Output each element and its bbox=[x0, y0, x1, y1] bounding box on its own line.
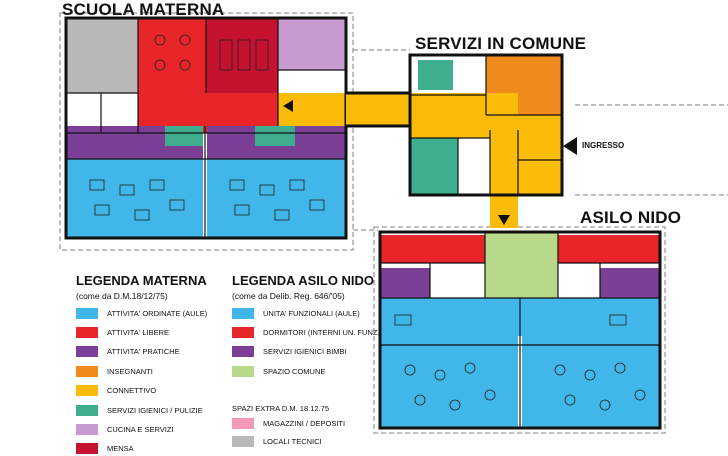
servizi-igienici-materna-2 bbox=[255, 126, 295, 146]
scuola-materna-title: SCUOLA MATERNA bbox=[62, 0, 225, 19]
legend-nido-item: SERVIZI IGIENICI BIMBI bbox=[232, 345, 347, 359]
servizi-igienici-materna-1 bbox=[165, 126, 203, 146]
legend-materna-swatch bbox=[76, 423, 98, 435]
legend-nido-label: SERVIZI IGIENICI BIMBI bbox=[263, 347, 347, 357]
legend-materna-swatch bbox=[76, 326, 98, 338]
ingresso-label: INGRESSO bbox=[582, 141, 625, 150]
legend-materna-item: MENSA bbox=[76, 442, 134, 456]
servizi-in-comune-title: SERVIZI IN COMUNE bbox=[415, 34, 587, 53]
nido-boundary bbox=[373, 226, 666, 434]
legend-extra-title: SPAZI EXTRA D.M. 18.12.75 bbox=[232, 404, 329, 413]
legend-materna-item: CONNETTIVO bbox=[76, 384, 156, 398]
dormitori-left bbox=[380, 235, 485, 263]
ingresso-arrow-icon bbox=[563, 137, 577, 155]
nido-arrow-icon bbox=[498, 215, 510, 225]
legend-nido-label: DORMITORI (INTERNI UN. FUNZ.) bbox=[263, 327, 383, 337]
corridor-arrow-icon bbox=[283, 100, 293, 112]
legend-materna-swatch bbox=[76, 404, 98, 416]
legend-nido-label: UNITA' FUNZIONALI (AULE) bbox=[263, 308, 360, 318]
legend-extra-item: LOCALI TECNICI bbox=[232, 434, 322, 448]
servizi-igienici-comune-2 bbox=[410, 138, 458, 195]
materna-block bbox=[64, 16, 348, 240]
legend-materna-label: CUCINA E SERVIZI bbox=[107, 424, 174, 434]
servizi-igienici-comune-1 bbox=[418, 60, 453, 90]
legend-nido-label: SPAZIO COMUNE bbox=[263, 366, 326, 376]
locali-tecnici-area bbox=[66, 18, 138, 93]
corridor bbox=[346, 91, 416, 128]
legend-extra-swatch bbox=[232, 417, 254, 429]
legend-materna-item: CUCINA E SERVIZI bbox=[76, 422, 174, 436]
asilo-nido-title: ASILO NIDO bbox=[580, 208, 682, 227]
legend-nido-title: LEGENDA ASILO NIDO bbox=[232, 273, 375, 288]
legend-materna-item: ATTIVITA' LIBERE bbox=[76, 325, 169, 339]
dormitori-right bbox=[558, 235, 660, 263]
legend-nido-swatch bbox=[232, 326, 254, 338]
legend-materna-swatch bbox=[76, 365, 98, 377]
legend-nido-swatch bbox=[232, 346, 254, 358]
connettivo-materna bbox=[278, 93, 346, 126]
guide-lines bbox=[353, 49, 728, 231]
legend-materna-label: MENSA bbox=[107, 444, 134, 454]
legend-extra-label: LOCALI TECNICI bbox=[263, 436, 322, 446]
legend-nido-item: DORMITORI (INTERNI UN. FUNZ.) bbox=[232, 325, 382, 339]
legend-nido-swatch bbox=[232, 307, 254, 319]
cucina-room bbox=[278, 18, 346, 70]
legend-materna-swatch bbox=[76, 346, 98, 358]
legend-materna-subtitle: (come da D.M.18/12/75) bbox=[76, 291, 168, 301]
aula-materna-2 bbox=[207, 159, 346, 238]
legend-extra-label: MAGAZZINI / DEPOSITI bbox=[263, 418, 346, 428]
mensa-room bbox=[206, 18, 278, 93]
legend-materna-title: LEGENDA MATERNA bbox=[76, 273, 207, 288]
connettivo-verticale bbox=[490, 130, 518, 228]
legend-extra-swatch bbox=[232, 435, 254, 447]
materna-boundary bbox=[59, 12, 354, 251]
legend-materna-item: ATTIVITA' PRATICHE bbox=[76, 345, 180, 359]
legend-nido-swatch bbox=[232, 365, 254, 377]
legend-materna-label: CONNETTIVO bbox=[107, 386, 157, 396]
legend-materna-label: SERVIZI IGIENICI / PULIZIE bbox=[107, 405, 203, 415]
legend-materna-swatch bbox=[76, 443, 98, 455]
legend-materna-item: ATTIVITA' ORDINATE (AULE) bbox=[76, 306, 207, 320]
legend-materna-item: INSEGNANTI bbox=[76, 364, 153, 378]
legend-materna-label: INSEGNANTI bbox=[107, 366, 153, 376]
legend-materna-label: ATTIVITA' PRATICHE bbox=[107, 347, 180, 357]
legend-nido-item: SPAZIO COMUNE bbox=[232, 364, 325, 378]
legend-nido-subtitle: (come da Delib. Reg. 646/'05) bbox=[232, 291, 345, 301]
cucina-service bbox=[278, 70, 346, 93]
legend-nido-item: UNITA' FUNZIONALI (AULE) bbox=[232, 306, 360, 320]
legend-materna-label: ATTIVITA' LIBERE bbox=[107, 327, 169, 337]
legend-materna-item: SERVIZI IGIENICI / PULIZIE bbox=[76, 403, 203, 417]
nido-block bbox=[378, 230, 662, 430]
attivita-libere-room bbox=[138, 18, 206, 93]
legend-extra-item: MAGAZZINI / DEPOSITI bbox=[232, 416, 345, 430]
legend-materna-swatch bbox=[76, 385, 98, 397]
servizi-bimbi-left bbox=[380, 268, 430, 298]
legend-materna-label: ATTIVITA' ORDINATE (AULE) bbox=[107, 308, 208, 318]
servizi-bimbi-right bbox=[600, 268, 660, 298]
spazio-comune bbox=[485, 232, 558, 299]
servizi-block bbox=[283, 53, 577, 228]
ingresso-hall bbox=[518, 130, 562, 195]
legend-materna-swatch bbox=[76, 307, 98, 319]
aula-materna-1 bbox=[66, 159, 203, 238]
